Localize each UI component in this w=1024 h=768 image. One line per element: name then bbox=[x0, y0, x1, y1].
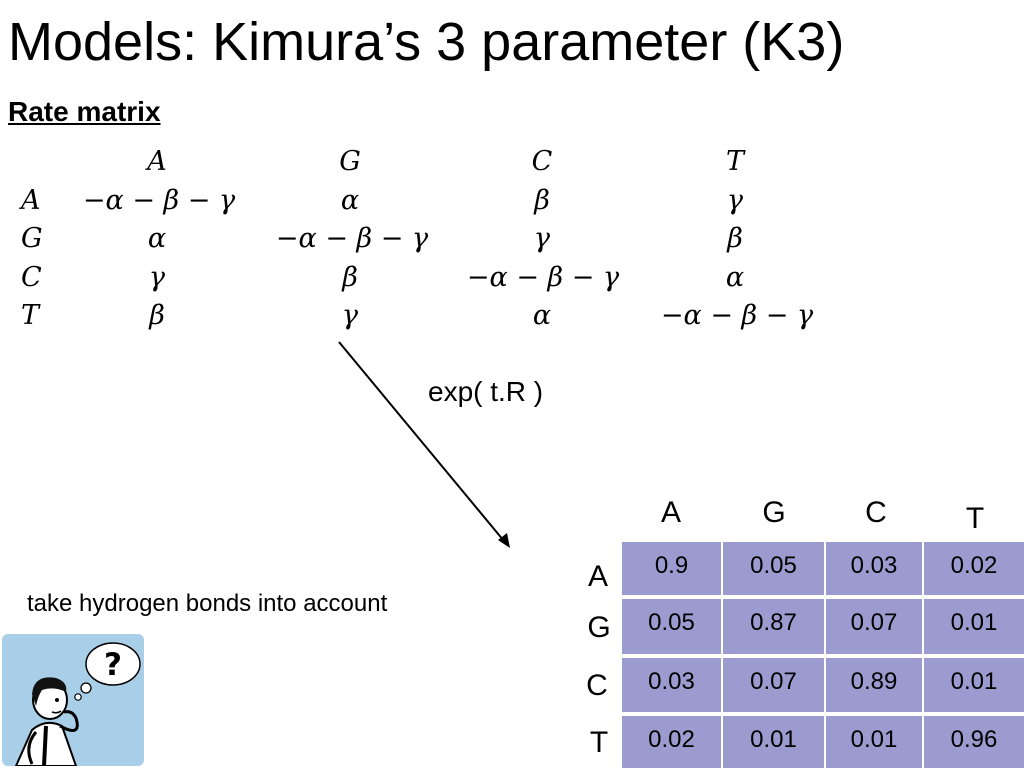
rate-matrix-cell: γ bbox=[726, 185, 744, 216]
prob-matrix-cell: 0.9 bbox=[622, 542, 721, 595]
note-text: take hydrogen bonds into account bbox=[27, 590, 388, 617]
prob-matrix-col-header: T bbox=[965, 502, 985, 535]
prob-matrix-cell: 0.89 bbox=[826, 658, 922, 712]
rate-matrix-cell: γ bbox=[148, 262, 166, 293]
rate-matrix-cell: −α − β − γ bbox=[275, 223, 429, 254]
prob-matrix-col-header: G bbox=[762, 496, 786, 529]
prob-matrix-cell: 0.05 bbox=[622, 599, 721, 654]
prob-matrix-row-label: T bbox=[589, 726, 609, 759]
rate-matrix-cell: −α − β − γ bbox=[82, 185, 236, 216]
probability-matrix: 0.9 0.05 0.03 0.02 0.05 0.87 0.07 0.01 0… bbox=[622, 542, 1024, 768]
rate-matrix-cell: β bbox=[149, 300, 165, 331]
prob-matrix-cell: 0.01 bbox=[826, 716, 922, 768]
prob-matrix-cell: 0.02 bbox=[924, 542, 1024, 595]
prob-matrix-col-header: C bbox=[865, 496, 887, 529]
prob-matrix-cell: 0.05 bbox=[723, 542, 824, 595]
rate-matrix-row-label: G bbox=[21, 223, 43, 254]
prob-matrix-cell: 0.01 bbox=[924, 658, 1024, 712]
rate-matrix-cell: −α − β − γ bbox=[660, 300, 814, 331]
prob-matrix-cell: 0.01 bbox=[723, 716, 824, 768]
slide-title: Models: Kimura’s 3 parameter (K3) bbox=[8, 12, 845, 72]
rate-matrix-cell: γ bbox=[533, 223, 551, 254]
rate-matrix-heading: Rate matrix bbox=[8, 96, 161, 127]
prob-matrix-cell: 0.03 bbox=[622, 658, 721, 712]
rate-matrix-row-label: C bbox=[21, 262, 42, 293]
prob-matrix-cell: 0.07 bbox=[723, 658, 824, 712]
svg-text:?: ? bbox=[104, 647, 122, 683]
prob-matrix-row-label: A bbox=[587, 560, 609, 593]
rate-matrix-cell: α bbox=[532, 300, 552, 331]
prob-matrix-cell: 0.96 bbox=[924, 716, 1024, 768]
prob-matrix-cell: 0.03 bbox=[826, 542, 922, 595]
prob-matrix-cell: 0.01 bbox=[924, 599, 1024, 654]
rate-matrix-col-header: C bbox=[531, 146, 553, 177]
rate-matrix-cell: α bbox=[147, 223, 167, 254]
rate-matrix-row-label: A bbox=[21, 185, 41, 216]
rate-matrix-cell: α bbox=[340, 185, 360, 216]
rate-matrix-cell: α bbox=[725, 262, 745, 293]
rate-matrix-row-label: T bbox=[21, 300, 40, 331]
rate-matrix-col-header: T bbox=[725, 146, 745, 177]
prob-matrix-row-label: C bbox=[586, 669, 608, 702]
thinking-person-question-mark-icon: ? bbox=[2, 634, 144, 766]
exp-label: exp( t.R ) bbox=[428, 376, 544, 407]
prob-matrix-col-header: A bbox=[660, 496, 682, 529]
rate-matrix-cell: β bbox=[342, 262, 358, 293]
rate-matrix-col-header: A bbox=[147, 146, 167, 177]
prob-matrix-cell: 0.87 bbox=[723, 599, 824, 654]
rate-matrix-col-header: G bbox=[339, 146, 361, 177]
rate-matrix-cell: −α − β − γ bbox=[466, 262, 620, 293]
prob-matrix-cell: 0.02 bbox=[622, 716, 721, 768]
prob-matrix-row-label: G bbox=[587, 611, 611, 644]
prob-matrix-cell: 0.07 bbox=[826, 599, 922, 654]
rate-matrix-cell: β bbox=[727, 223, 743, 254]
rate-matrix-cell: γ bbox=[341, 300, 359, 331]
rate-matrix-cell: β bbox=[534, 185, 550, 216]
